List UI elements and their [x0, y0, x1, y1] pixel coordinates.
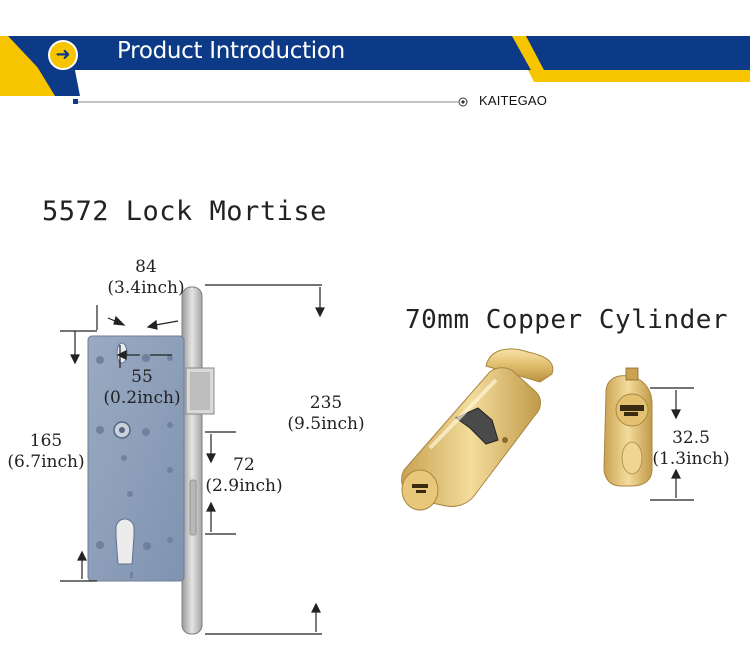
- mortise-lock-image: [87, 286, 215, 635]
- cylinder-dimension-lines: [650, 387, 694, 501]
- dim-cylinder-height-label: 32.5 (1.3inch): [652, 428, 730, 469]
- cylinder-title: 70mm Copper Cylinder: [405, 305, 729, 335]
- header-banner: ➜ Product Introduction KAITEGAO: [0, 0, 750, 115]
- mortise-dimension-lines: [60, 284, 325, 635]
- mortise-title: 5572 Lock Mortise: [42, 196, 327, 227]
- dim-center-label: 72 (2.9inch): [205, 455, 283, 496]
- dim-backset-label: 55 (0.2inch): [103, 367, 181, 408]
- banner-graphic: [0, 36, 750, 107]
- page-title: Product Introduction: [117, 38, 345, 64]
- dim-width-label: 84 (3.4inch): [107, 257, 185, 298]
- brand-name: KAITEGAO: [479, 93, 548, 108]
- cylinder-end-view-image: [603, 367, 653, 487]
- copper-cylinder-image: [401, 348, 554, 511]
- arrow-right-icon: ➜: [55, 44, 71, 65]
- dim-body-label: 165 (6.7inch): [7, 431, 85, 472]
- dim-faceplate-label: 235 (9.5inch): [287, 393, 365, 434]
